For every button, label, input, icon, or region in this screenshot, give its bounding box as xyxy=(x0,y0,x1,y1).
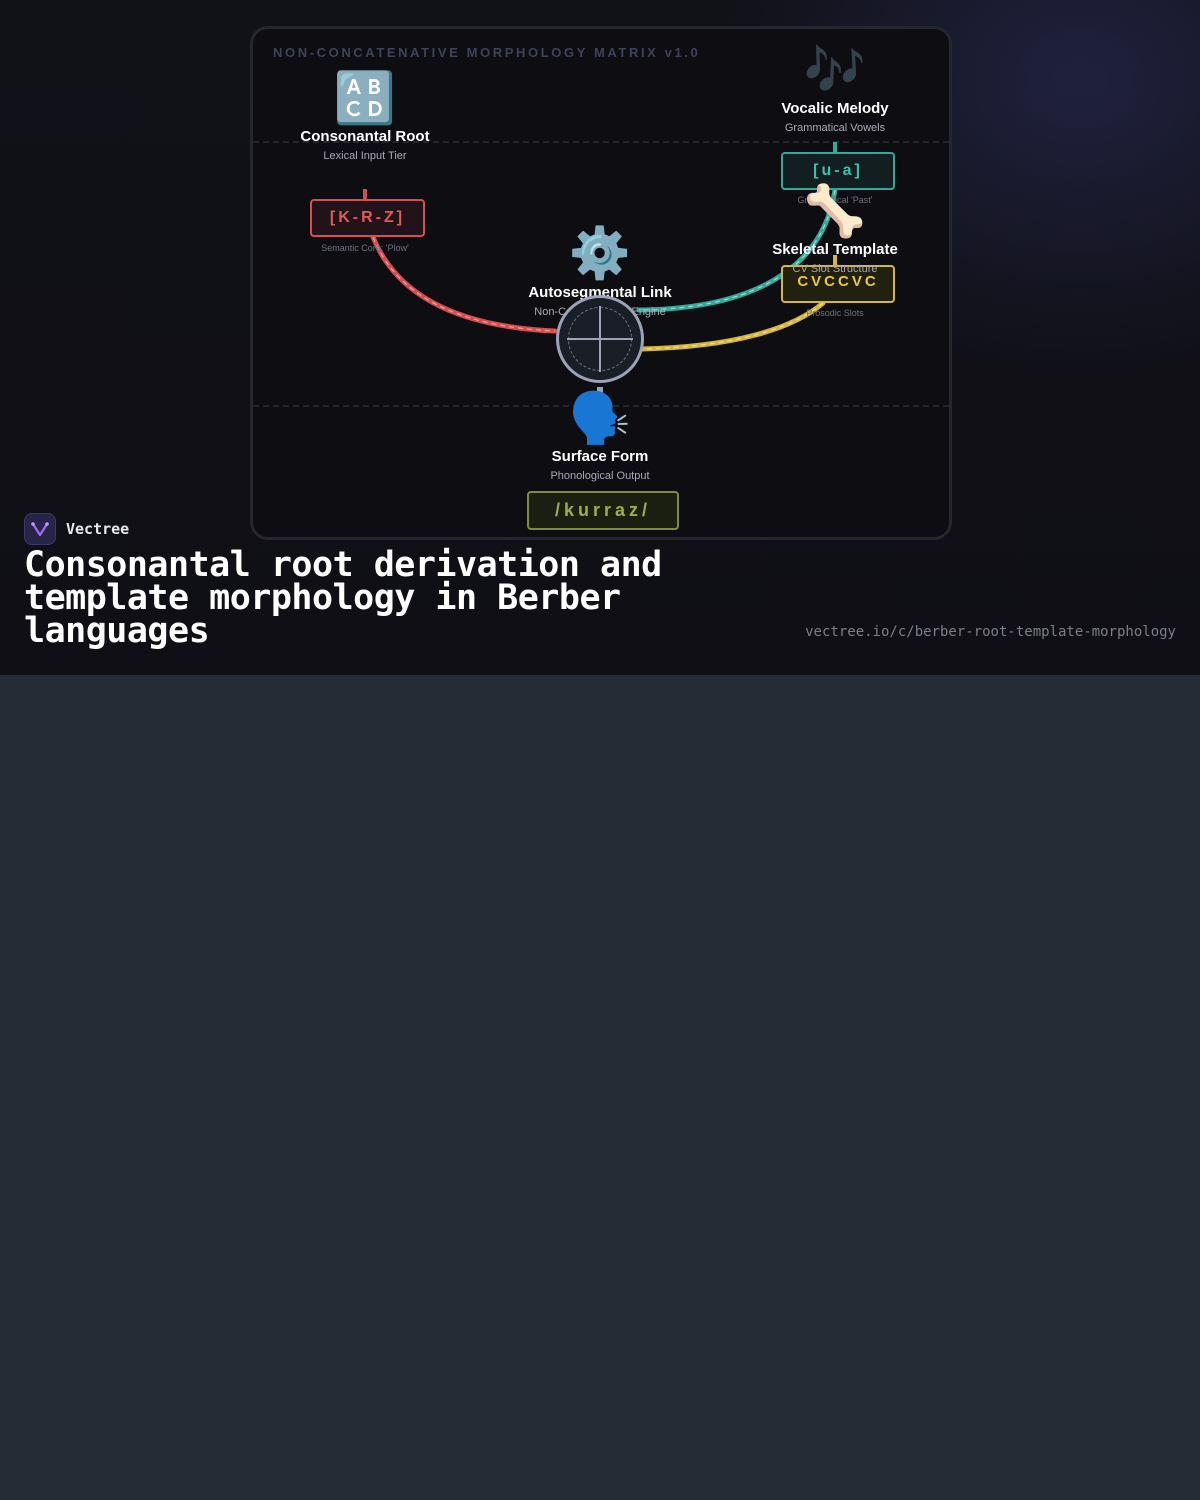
template-value-box: CVCCVC xyxy=(781,265,895,303)
gear-icon: ⚙️ xyxy=(568,225,632,281)
speaking-head-icon: 🗣️ xyxy=(568,390,632,446)
template-subtitle: CV Slot Structure xyxy=(792,263,878,275)
connection-wires xyxy=(363,142,838,399)
root-value-box: [K-R-Z] xyxy=(310,199,425,237)
source-url[interactable]: vectree.io/c/berber-root-template-morpho… xyxy=(805,624,1176,640)
vowel-value-box: [u-a] xyxy=(781,152,895,190)
engine-crosshair-node xyxy=(556,295,644,383)
abcd-letters-icon: 🔠 xyxy=(333,70,397,126)
bone-icon: 🦴 xyxy=(803,183,867,239)
root-note: Semantic Core: 'Plow' xyxy=(321,243,409,253)
tier-divider-top xyxy=(253,141,949,143)
surface-subtitle: Phonological Output xyxy=(550,470,650,482)
template-note: Prosodic Slots xyxy=(806,308,864,318)
hero-banner: NON-CONCATENATIVE MORPHOLOGY MATRIX v1.0… xyxy=(0,0,1200,675)
tier-divider-bottom xyxy=(253,405,949,407)
brand: Vectree xyxy=(24,512,129,546)
vowel-note: Grammatical 'Past' xyxy=(797,195,873,205)
surface-title: Surface Form xyxy=(551,448,649,465)
root-title: Consonantal Root xyxy=(300,128,430,145)
surface-value-box: /kurraz/ xyxy=(527,491,679,530)
root-subtitle: Lexical Input Tier xyxy=(323,150,407,162)
engine-title: Autosegmental Link xyxy=(528,284,672,301)
template-title: Skeletal Template xyxy=(772,241,898,258)
vowel-subtitle: Grammatical Vowels xyxy=(784,122,886,134)
brand-name: Vectree xyxy=(66,520,130,538)
vowel-title: Vocalic Melody xyxy=(781,100,889,117)
musical-notes-icon: 🎶 xyxy=(803,42,867,98)
matrix-title: NON-CONCATENATIVE MORPHOLOGY MATRIX v1.0 xyxy=(273,45,701,60)
page-title: Consonantal root derivation and template… xyxy=(24,545,662,651)
morphology-matrix-panel: NON-CONCATENATIVE MORPHOLOGY MATRIX v1.0… xyxy=(250,26,952,540)
vectree-logo-icon xyxy=(24,513,56,545)
